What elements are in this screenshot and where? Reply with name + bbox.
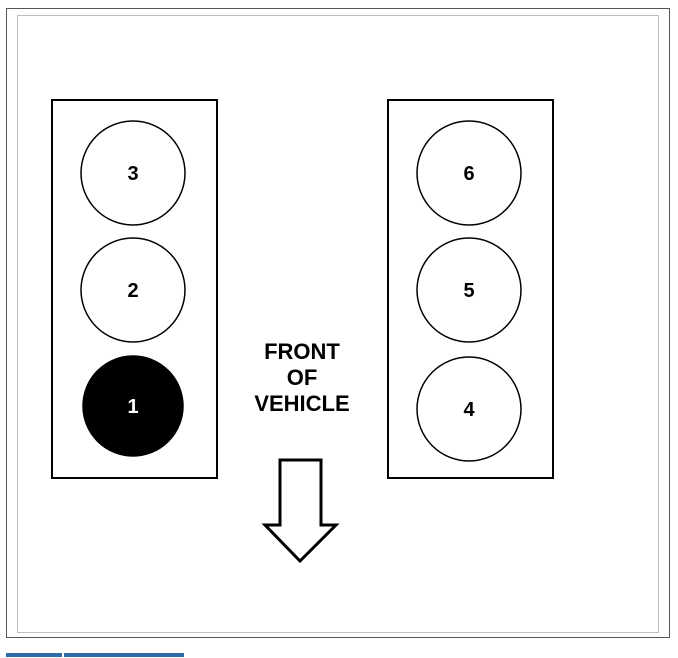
cylinder-6-label: 6 <box>463 163 474 185</box>
tab-indicator-2[interactable] <box>64 653 184 657</box>
bottom-tab-strip <box>6 653 186 657</box>
cylinder-5: 5 <box>416 237 522 343</box>
tab-indicator-1[interactable] <box>6 653 62 657</box>
front-label-line-1: FRONT <box>264 339 340 364</box>
cylinder-5-label: 5 <box>463 280 474 302</box>
cylinder-4-label: 4 <box>463 399 475 421</box>
cylinder-1-label: 1 <box>127 396 138 418</box>
diagram-inner-border <box>17 15 659 633</box>
cylinder-3: 3 <box>80 120 186 226</box>
right-cylinder-bank: 6 5 4 <box>387 99 554 479</box>
arrow-down-icon <box>261 458 340 564</box>
left-cylinder-bank: 3 2 1 <box>51 99 218 479</box>
front-label-line-3: VEHICLE <box>254 391 349 416</box>
cylinder-1: 1 <box>82 355 184 457</box>
cylinder-4-circle <box>416 356 522 462</box>
cylinder-3-label: 3 <box>127 163 138 185</box>
cylinder-1-circle-highlighted <box>82 355 184 457</box>
front-of-vehicle-label: FRONT OF VEHICLE <box>254 339 349 416</box>
front-label-line-2: OF <box>287 365 318 390</box>
cylinder-2-circle <box>80 237 186 343</box>
cylinder-3-circle <box>80 120 186 226</box>
cylinder-6-circle <box>416 120 522 226</box>
cylinder-2-label: 2 <box>127 280 138 302</box>
cylinder-6: 6 <box>416 120 522 226</box>
cylinder-4: 4 <box>416 356 522 462</box>
cylinder-2: 2 <box>80 237 186 343</box>
cylinder-5-circle <box>416 237 522 343</box>
